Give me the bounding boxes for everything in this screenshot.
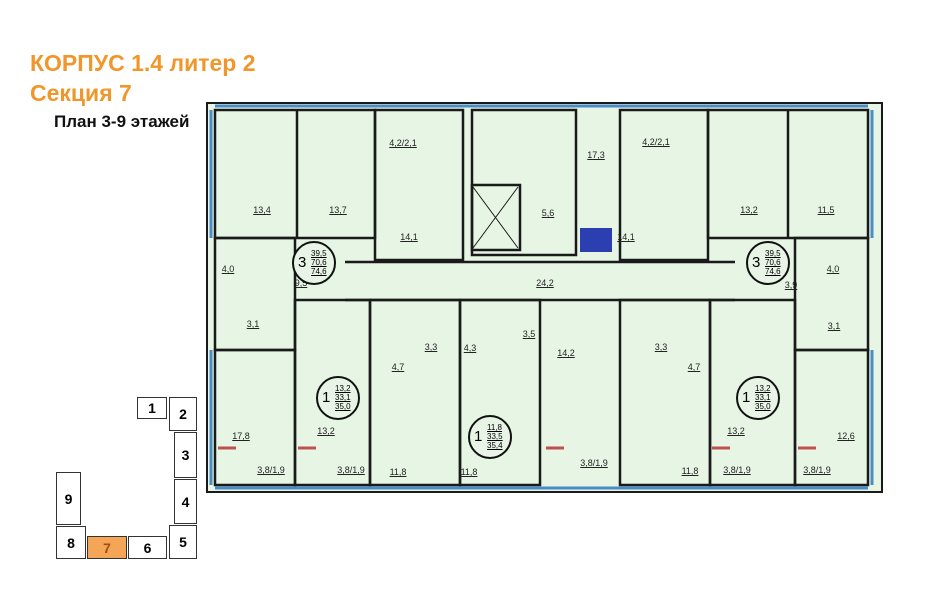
living-area: 39,5 — [311, 249, 327, 258]
room-area: 3,1 — [246, 319, 260, 329]
living-area: 11,8 — [487, 423, 502, 432]
room-area: 4,7 — [687, 362, 701, 372]
room-area: 11,8 — [460, 467, 478, 477]
windows — [209, 104, 874, 490]
apartment-badge[interactable]: 1 11,8 33,5 35,4 — [468, 415, 512, 459]
apartment-badge[interactable]: 1 13,2 33,1 35,0 — [736, 376, 780, 420]
section-5[interactable]: 5 — [169, 525, 197, 559]
room-area: 3,8/1,9 — [580, 458, 608, 468]
room-count: 1 — [322, 389, 331, 406]
room-area: 14,2 — [557, 348, 575, 358]
room-area: 14,1 — [617, 232, 635, 242]
room-area: 13,7 — [329, 205, 347, 215]
floor-plan-subtitle: План 3-9 этажей — [54, 112, 190, 131]
section-3[interactable]: 3 — [174, 432, 197, 478]
room-area: 3,8/1,9 — [337, 465, 365, 475]
room-area: 3,3 — [424, 342, 438, 352]
room-area: 11,8 — [389, 467, 407, 477]
room-area: 3,5 — [522, 329, 536, 339]
section-title: Секция 7 — [30, 80, 132, 106]
room-area: 5,6 — [541, 208, 555, 218]
total-area-with-balcony: 35,0 — [755, 402, 771, 411]
total-area: 70,6 — [765, 258, 781, 267]
room-area: 4,0 — [826, 264, 840, 274]
total-area-with-balcony: 35,4 — [487, 441, 503, 450]
apartment-badge[interactable]: 3 39,5 70,6 74,6 — [746, 241, 790, 285]
wheelchair-lift-icon — [580, 228, 612, 252]
walls — [213, 108, 870, 487]
room-area: 14,1 — [400, 232, 418, 242]
total-area-with-balcony: 35,0 — [335, 402, 351, 411]
room-area: 13,4 — [253, 205, 271, 215]
room-count: 1 — [474, 428, 483, 445]
room-count: 3 — [752, 254, 761, 271]
room-area: 4,2/2,1 — [389, 138, 417, 148]
room-area: 4,3 — [463, 343, 477, 353]
room-area: 4,0 — [221, 264, 235, 274]
room-area: 11,5 — [817, 205, 835, 215]
room-count: 1 — [742, 389, 751, 406]
total-area-with-balcony: 74,6 — [311, 267, 327, 276]
section-9[interactable]: 9 — [56, 472, 81, 525]
total-area: 70,6 — [311, 258, 327, 267]
room-area: 13,2 — [317, 426, 335, 436]
room-area: 3,8/1,9 — [257, 465, 285, 475]
apartment-badge[interactable]: 1 13,2 33,1 35,0 — [316, 376, 360, 420]
room-area: 9,5 — [294, 278, 308, 288]
section-7-active[interactable]: 7 — [87, 536, 127, 559]
room-area: 13,2 — [727, 426, 745, 436]
living-area: 13,2 — [755, 384, 771, 393]
section-4[interactable]: 4 — [174, 479, 197, 524]
room-count: 3 — [298, 254, 307, 271]
room-area: 3,8/1,9 — [803, 465, 831, 475]
building-outline — [206, 102, 883, 493]
building-title: КОРПУС 1.4 литер 2 — [30, 50, 256, 76]
living-area: 13,2 — [335, 384, 351, 393]
living-area: 39,5 — [765, 249, 781, 258]
room-area: 4,2/2,1 — [642, 137, 670, 147]
section-2[interactable]: 2 — [169, 397, 197, 431]
room-area: 17,8 — [232, 431, 250, 441]
total-area: 33,1 — [335, 393, 351, 402]
room-area: 4,7 — [391, 362, 405, 372]
room-area: 13,2 — [740, 205, 758, 215]
room-area: 11,8 — [681, 466, 699, 476]
room-area: 3,9 — [784, 280, 798, 290]
total-area: 33,1 — [755, 393, 771, 402]
total-area: 33,5 — [487, 432, 503, 441]
room-area: 3,1 — [827, 321, 841, 331]
room-area: 3,8/1,9 — [723, 465, 751, 475]
room-area: 24,2 — [536, 278, 554, 288]
room-area: 17,3 — [587, 150, 605, 160]
room-area: 12,6 — [837, 431, 855, 441]
room-area: 3,3 — [654, 342, 668, 352]
total-area-with-balcony: 74,6 — [765, 267, 781, 276]
section-6[interactable]: 6 — [128, 536, 167, 559]
apartment-badge[interactable]: 3 39,5 70,6 74,6 — [292, 241, 336, 285]
section-8[interactable]: 8 — [56, 526, 86, 559]
section-1[interactable]: 1 — [137, 397, 167, 419]
